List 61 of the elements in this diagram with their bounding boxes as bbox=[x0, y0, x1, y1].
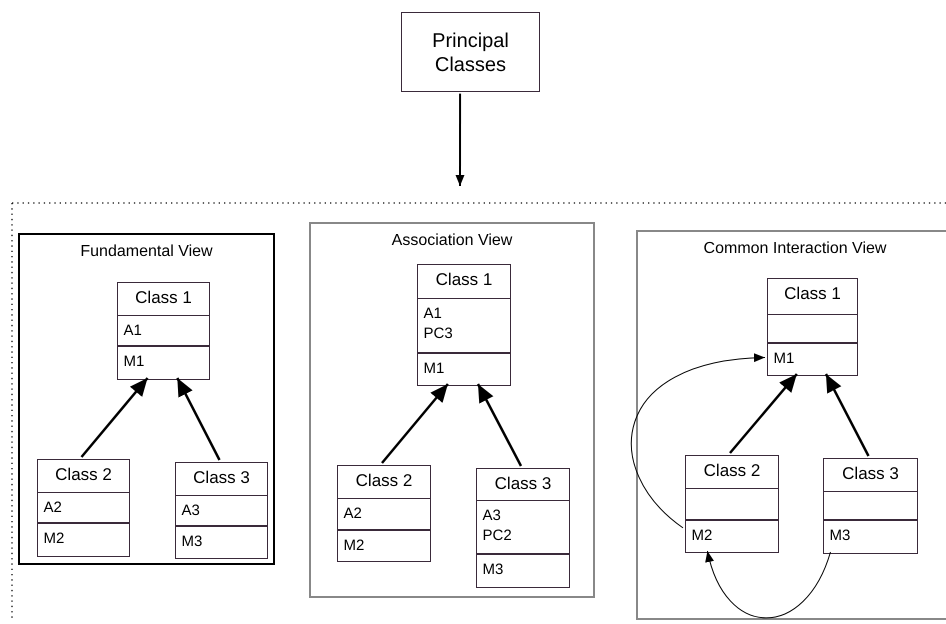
class-name: Principal Classes bbox=[431, 29, 510, 77]
class-name: Class 2 bbox=[354, 472, 414, 490]
view-panel bbox=[636, 230, 946, 620]
member-text: M2 bbox=[44, 530, 64, 548]
class-compartment bbox=[476, 500, 570, 554]
member-text: A3 bbox=[482, 506, 501, 524]
view-panel bbox=[18, 233, 275, 565]
arrow bbox=[381, 383, 449, 464]
class-name: Class 3 bbox=[192, 469, 251, 487]
view-panel bbox=[309, 222, 595, 598]
arrow bbox=[176, 377, 221, 461]
arrow bbox=[80, 377, 148, 458]
member-text: A1 bbox=[124, 322, 142, 340]
arrow bbox=[476, 383, 522, 467]
view-title: Common Interaction View bbox=[702, 240, 888, 258]
member-text: PC2 bbox=[482, 526, 512, 544]
class-compartment bbox=[336, 498, 430, 530]
member-text: A2 bbox=[44, 498, 62, 516]
view-title: Fundamental View bbox=[79, 243, 214, 261]
member-text: M3 bbox=[830, 526, 850, 544]
class-box bbox=[401, 12, 540, 92]
arrow bbox=[456, 94, 464, 186]
class-compartment bbox=[116, 314, 210, 346]
member-text: A3 bbox=[182, 502, 200, 520]
member-text: A1 bbox=[424, 304, 442, 322]
view-title: Association View bbox=[390, 232, 514, 250]
arrow bbox=[729, 373, 798, 454]
class-box bbox=[37, 459, 130, 557]
member-text: M3 bbox=[482, 560, 504, 578]
class-compartment bbox=[766, 314, 858, 342]
member-text: A2 bbox=[344, 504, 362, 522]
arrow bbox=[824, 373, 870, 457]
class-compartment bbox=[416, 298, 510, 352]
curved-arrow bbox=[630, 354, 766, 528]
member-text: M1 bbox=[124, 352, 144, 370]
member-text: M2 bbox=[692, 526, 712, 544]
member-text: M2 bbox=[344, 536, 364, 554]
class-name: Class 3 bbox=[841, 465, 900, 483]
class-box bbox=[117, 282, 210, 380]
class-name: Class 2 bbox=[54, 466, 113, 484]
member-text: M1 bbox=[424, 360, 444, 378]
class-box bbox=[175, 462, 268, 559]
class-box bbox=[685, 455, 779, 553]
class-compartment bbox=[684, 488, 778, 520]
class-box bbox=[337, 465, 431, 562]
class-name: Class 1 bbox=[134, 289, 193, 307]
curved-arrow bbox=[706, 550, 831, 618]
class-box bbox=[823, 458, 918, 554]
class-compartment bbox=[822, 490, 918, 520]
class-box bbox=[417, 264, 511, 386]
class-name: Class 1 bbox=[434, 271, 494, 289]
class-name: Class 2 bbox=[702, 462, 762, 480]
member-text: M3 bbox=[182, 532, 202, 550]
class-box bbox=[767, 278, 858, 376]
class-box bbox=[476, 468, 570, 588]
class-compartment bbox=[174, 494, 268, 526]
class-name: Class 3 bbox=[494, 475, 552, 493]
member-text: M1 bbox=[774, 350, 794, 368]
member-text: PC3 bbox=[424, 324, 453, 342]
class-compartment bbox=[36, 492, 130, 522]
class-name: Class 1 bbox=[783, 285, 842, 303]
